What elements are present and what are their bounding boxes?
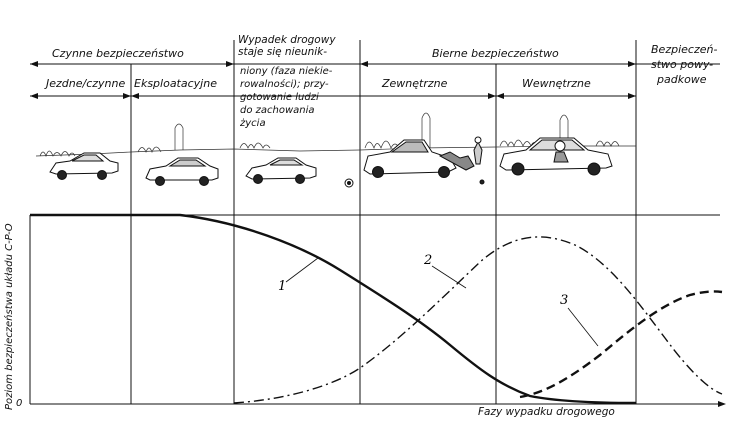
post-accident-header-2: stwo powy-: [651, 58, 714, 71]
curve-2-label: 2: [423, 253, 432, 268]
note-line-5: życia: [240, 118, 266, 129]
car-driving-icon: [49, 152, 119, 180]
diagram-frame: [29, 40, 722, 405]
car-parked-icon: [145, 157, 219, 186]
car-braking-icon: [245, 157, 354, 188]
post-accident-header-1: Bezpieczeń-: [651, 43, 718, 56]
note-line-4: do zachowania: [240, 105, 315, 116]
note-line-2: rowalności); przy-: [240, 79, 329, 90]
curve-2-leader: [431, 265, 467, 289]
x-axis-label: Fazy wypadku drogowego: [478, 406, 615, 418]
subheader-driving: Jezdne/czynne: [46, 77, 126, 90]
curve-1-leader: [285, 257, 319, 283]
curve-labels: 1 2 3: [278, 253, 599, 347]
subheader-operational: Eksploatacyjne: [134, 77, 217, 90]
safety-curves: [30, 213, 723, 405]
note-line-3: gotowanie ludzi: [240, 92, 319, 103]
y-axis-label: Poziom bezpieczeństwa układu C-P-O: [4, 223, 15, 410]
curve-1-label: 1: [278, 279, 286, 294]
subheader-external: Zewnętrzne: [382, 77, 448, 90]
curve-3-post-accident: [519, 290, 723, 399]
y-origin-label: 0: [16, 398, 23, 409]
curve-3-leader: [567, 307, 599, 347]
curve-1-active-safety: [30, 213, 637, 405]
subheader-internal: Wewnętrzne: [522, 77, 591, 90]
accident-phase-header: Wypadek drogowy staje się nieunik-: [238, 34, 336, 58]
curve-3-label: 3: [560, 293, 568, 308]
active-safety-header: Czynne bezpieczeństwo: [52, 47, 184, 60]
curve-2-passive-safety: [233, 236, 723, 404]
note-line-1: niony (faza niekie-: [240, 66, 333, 77]
post-accident-header-3: padkowe: [657, 73, 707, 86]
arrow-heads: [30, 61, 726, 407]
car-collision-icon: [363, 136, 485, 185]
car-occupant-icon: [499, 137, 613, 176]
passive-safety-header: Bierne bezpieczeństwo: [432, 47, 559, 60]
